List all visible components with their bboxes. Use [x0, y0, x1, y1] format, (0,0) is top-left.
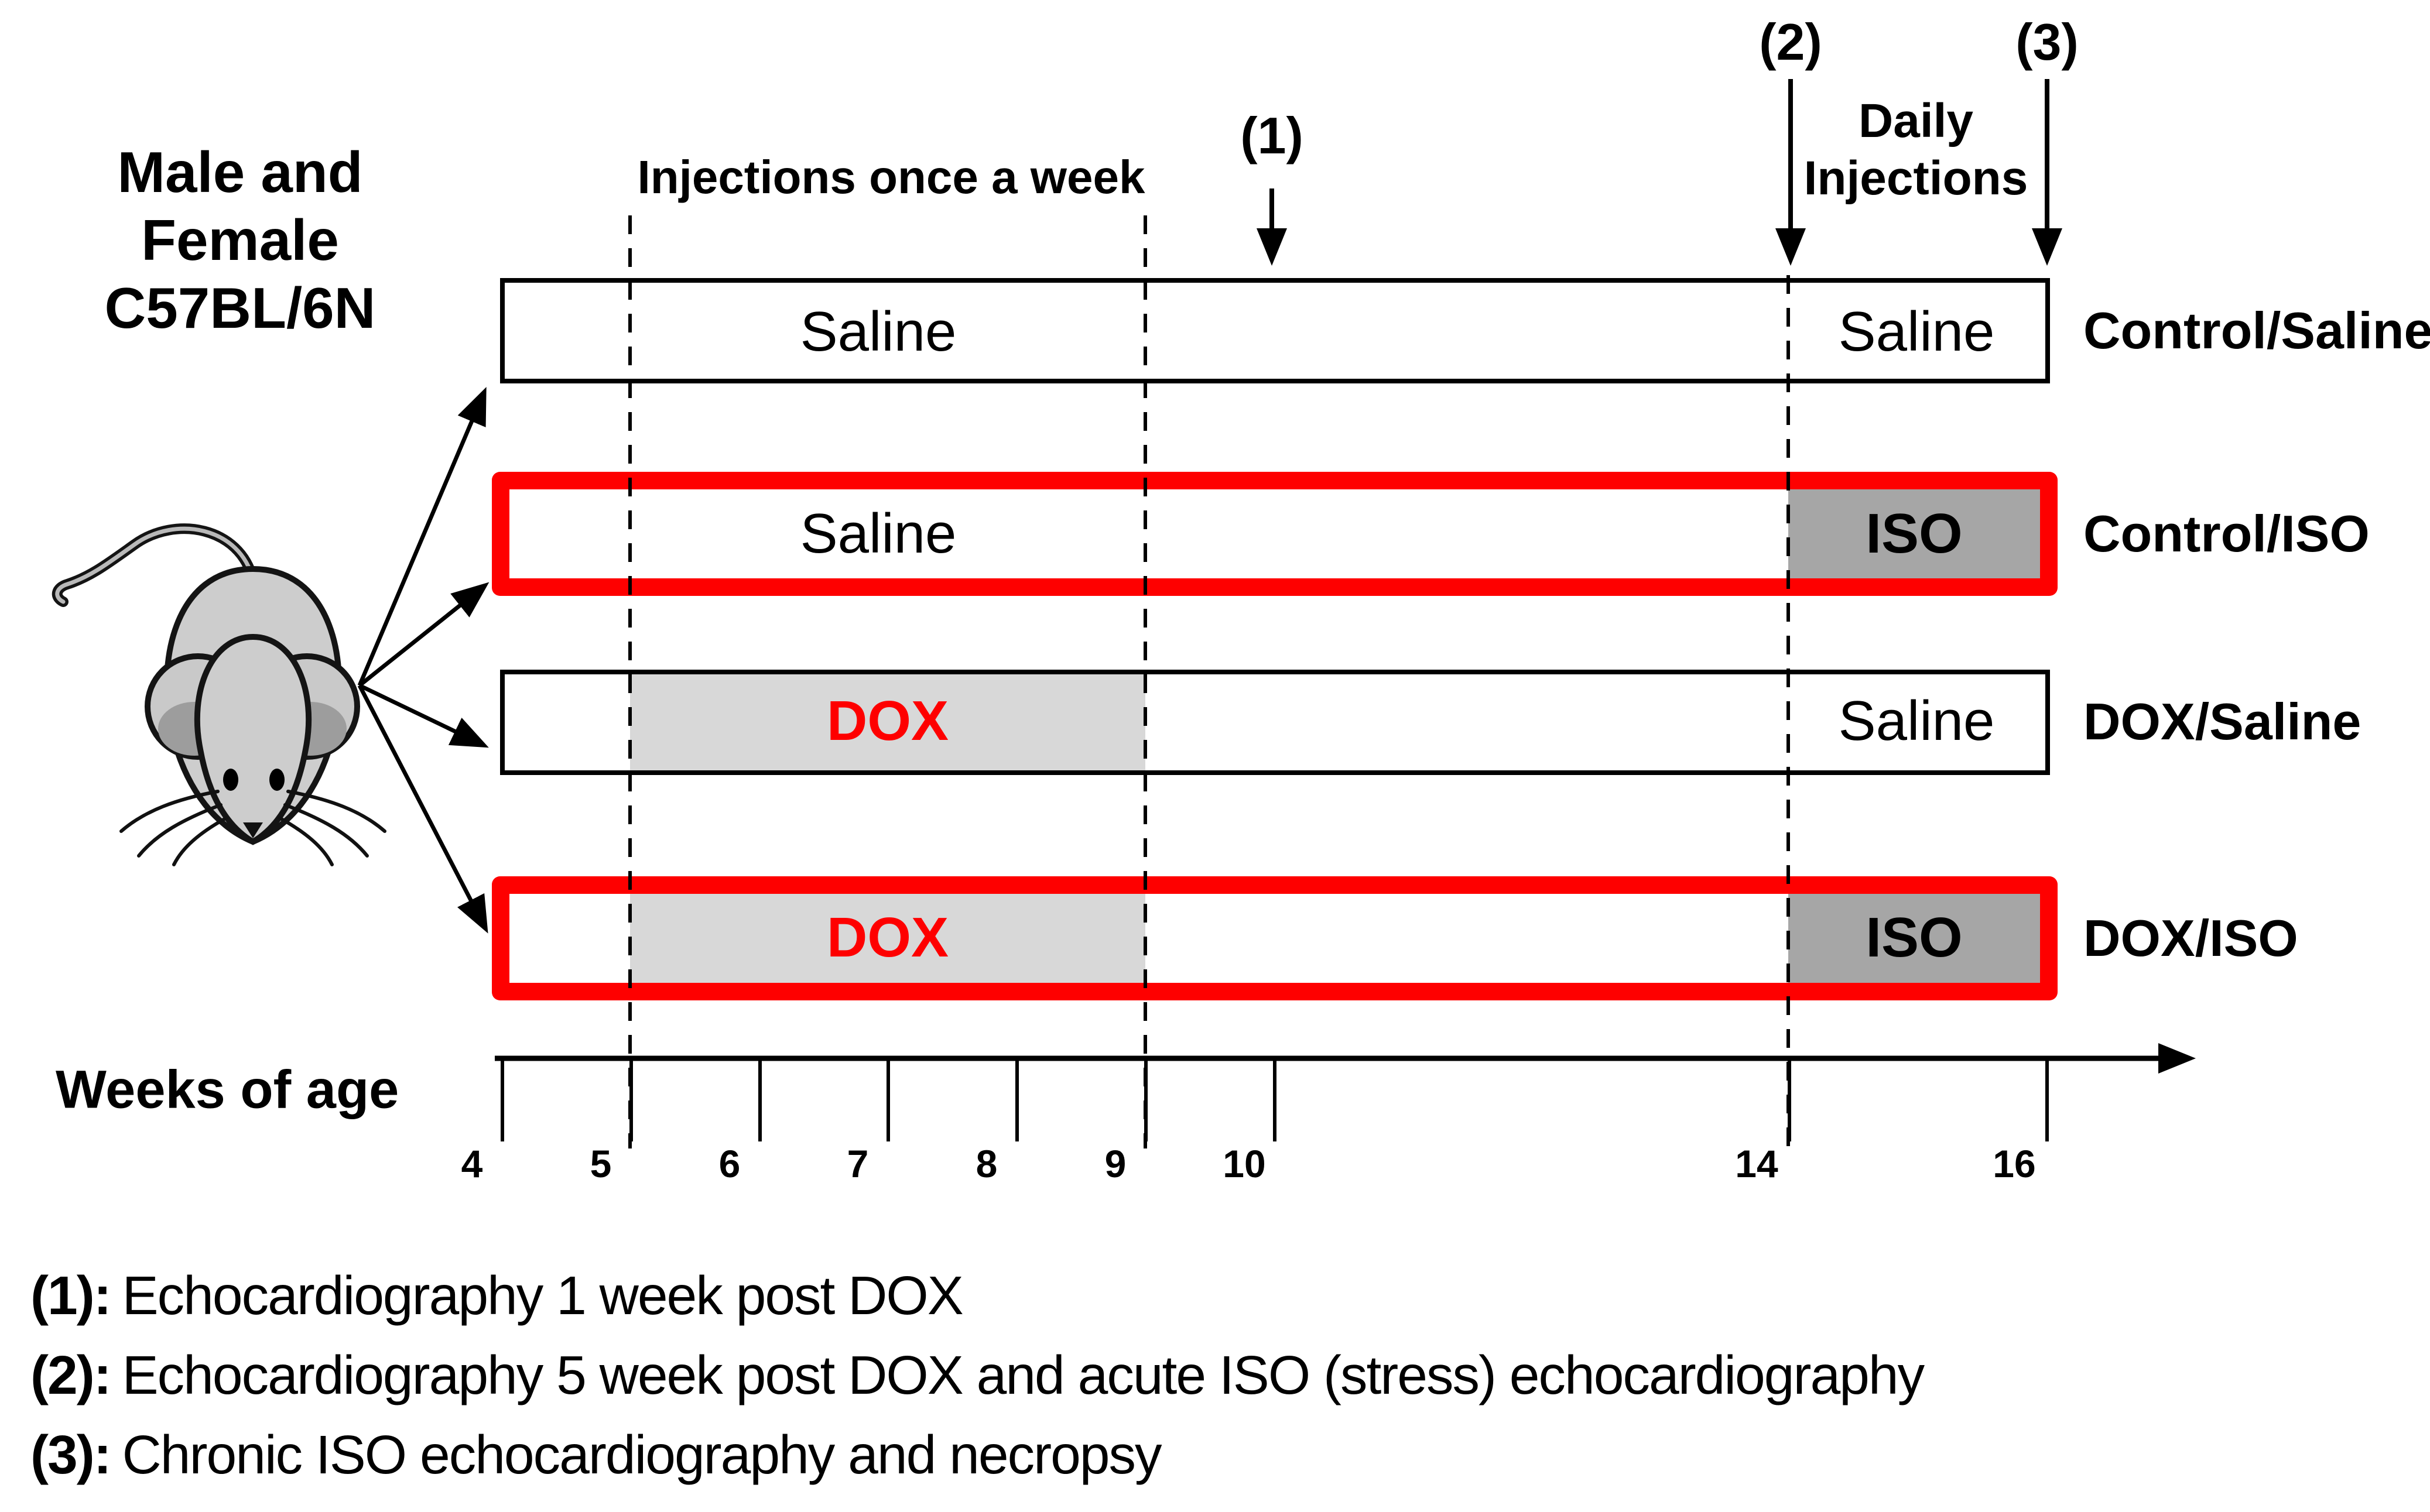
legend-marker-3: (3):: [30, 1424, 112, 1485]
strain-title: Male and Female C57BL/6N: [18, 138, 463, 342]
bar-text-dox-row3: DOX: [826, 690, 949, 752]
marker-1-label: (1): [1240, 107, 1303, 164]
legend-line-1: (1):Echocardiography 1 week post DOX: [30, 1264, 964, 1327]
axis-title: Weeks of age: [56, 1060, 399, 1120]
group-label-dox-iso: DOX/ISO: [2083, 909, 2298, 967]
legend-line-2: (2):Echocardiography 5 week post DOX and…: [30, 1344, 1925, 1407]
tick-label-9: 9: [1104, 1142, 1127, 1185]
iso-segment-control-iso: [1788, 489, 2040, 578]
tick-label-5: 5: [590, 1142, 612, 1185]
mouse-head: [194, 633, 312, 845]
tick-label-6: 6: [718, 1142, 741, 1185]
iso-segment-dox-iso: [1788, 894, 2040, 983]
bar-control-saline: [500, 278, 2050, 383]
legend-line-3: (3):Chronic ISO echocardiography and nec…: [30, 1424, 1162, 1486]
legend-marker-2: (2):: [30, 1345, 112, 1405]
marker-2-label: (2): [1759, 13, 1822, 71]
bar-text-iso-row4: ISO: [1866, 906, 1963, 969]
bar-text-saline-early-row1: Saline: [800, 300, 957, 363]
tick-label-10: 10: [1223, 1142, 1266, 1185]
legend-text-3: Chronic ISO echocardiography and necrops…: [122, 1424, 1162, 1485]
bar-text-saline-late-row3: Saline: [1838, 690, 1995, 752]
daily-injections-label: Daily Injections: [1804, 92, 2028, 207]
daily-injections-line2: Injections: [1803, 152, 2028, 205]
legend-marker-1: (1):: [30, 1265, 112, 1326]
mouse-eye-right: [269, 769, 285, 791]
dox-segment-dox-iso: [630, 894, 1145, 983]
tick-label-4: 4: [461, 1142, 483, 1185]
bar-text-saline-early-row2: Saline: [800, 502, 957, 565]
dox-segment-dox-saline: [630, 674, 1145, 770]
mouse-eye-left: [223, 769, 238, 791]
tick-label-14: 14: [1735, 1142, 1778, 1185]
marker-3-label: (3): [2015, 13, 2079, 71]
daily-injections-line1: Daily: [1858, 94, 1973, 148]
bar-text-iso-row2: ISO: [1866, 502, 1963, 565]
group-label-dox-saline: DOX/Saline: [2083, 692, 2361, 750]
bar-text-saline-late-row1: Saline: [1838, 300, 1995, 363]
mouse-nose: [243, 822, 263, 838]
mouse-illustration: [52, 523, 386, 866]
weeks-axis-ticks: [501, 1061, 2049, 1141]
tick-label-8: 8: [976, 1142, 998, 1185]
strain-title-line1: Male and Female: [117, 140, 363, 272]
tick-label-16: 16: [1993, 1142, 2036, 1185]
bar-text-dox-row4: DOX: [826, 906, 949, 969]
weekly-injections-label: Injections once a week: [637, 151, 1145, 203]
legend-text-1: Echocardiography 1 week post DOX: [122, 1265, 964, 1326]
mouse-tail-highlight: [55, 526, 255, 604]
group-label-control-iso: Control/ISO: [2083, 505, 2370, 563]
tick-label-7: 7: [847, 1142, 869, 1185]
strain-title-line2: C57BL/6N: [104, 276, 376, 340]
group-label-control-saline: Control/Saline: [2083, 301, 2430, 359]
legend-text-2: Echocardiography 5 week post DOX and acu…: [122, 1345, 1925, 1405]
